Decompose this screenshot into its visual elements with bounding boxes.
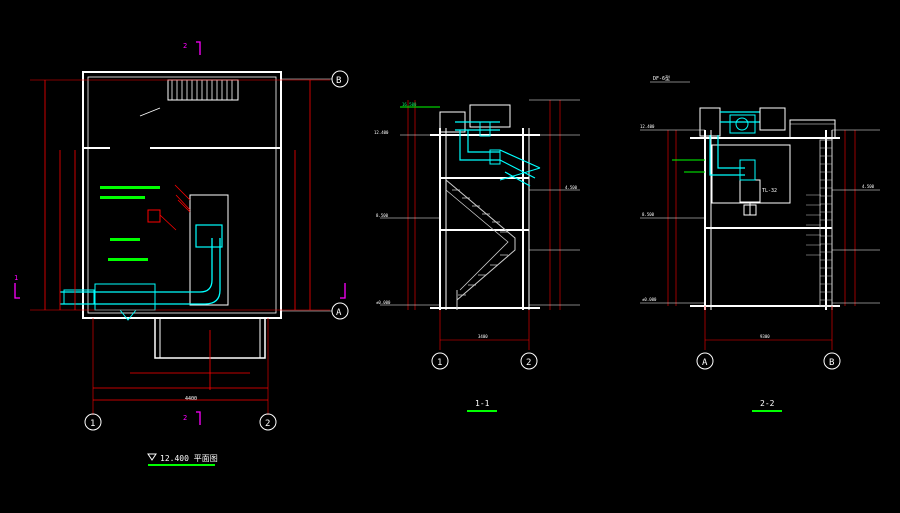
section-mark-bottom: 2 (183, 414, 187, 422)
s1-axis-bubble-2 (520, 352, 538, 370)
plan-title: 12.400 平面图 (160, 454, 218, 463)
svg-text:2: 2 (265, 419, 270, 429)
plan-view: 4400 2 2 1 B A 1 2 12.400 平面图 (14, 41, 349, 466)
s2-dim-bottom: 9300 (760, 334, 770, 339)
plan-outer-wall (82, 71, 282, 319)
plan-dim-bottom: 4400 (185, 396, 197, 402)
s1-dim-bottom: 3400 (478, 334, 488, 339)
svg-text:A: A (702, 358, 708, 368)
s2-elev-mid: 8.500 (642, 212, 655, 217)
s1-elev-low: 4.500 (565, 185, 578, 190)
section-2-dimensions (640, 81, 880, 350)
section-1-dimensions (380, 99, 580, 350)
svg-text:1: 1 (437, 358, 442, 368)
svg-text:B: B (829, 358, 834, 368)
svg-text:B: B (336, 76, 341, 86)
s2-tag-top: DF-6型 (653, 75, 670, 82)
s1-elev-ground: ±0.000 (376, 300, 391, 305)
s2-elev-roof: 12.400 (640, 124, 655, 129)
axis-bubble-1 (84, 413, 102, 431)
s1-axis-bubble-1 (431, 352, 449, 370)
s1-elev-mid: 8.500 (376, 213, 389, 218)
s2-elev-ground: ±0.000 (642, 297, 657, 302)
section-2-duct (699, 107, 786, 181)
section-1-1: 16.500 12.400 8.500 4.500 ±0.000 3400 1 … (374, 99, 580, 412)
section-2-ladder (806, 139, 833, 307)
section-mark-left: 1 (14, 274, 18, 282)
plan-dimensions (30, 79, 330, 415)
s2-axis-bubble-b (823, 352, 841, 370)
s2-axis-bubble-a (696, 352, 714, 370)
s1-elev-top: 16.500 (402, 102, 417, 107)
s2-elev-low: 4.500 (862, 184, 875, 189)
section-1-stair (445, 179, 516, 310)
section-1-duct (439, 104, 541, 187)
s1-elev-roof: 12.400 (374, 130, 389, 135)
axis-bubble-2 (259, 413, 277, 431)
section-mark-top: 2 (183, 42, 187, 50)
svg-text:1: 1 (90, 419, 95, 429)
section-1-title: 1-1 (475, 399, 490, 408)
plan-stair (167, 79, 239, 101)
section-2-title: 2-2 (760, 399, 775, 408)
s2-tag-equipment: TL-32 (762, 188, 777, 194)
section-2-2: TL-32 (640, 75, 880, 412)
svg-text:A: A (336, 308, 342, 318)
svg-text:2: 2 (526, 358, 531, 368)
